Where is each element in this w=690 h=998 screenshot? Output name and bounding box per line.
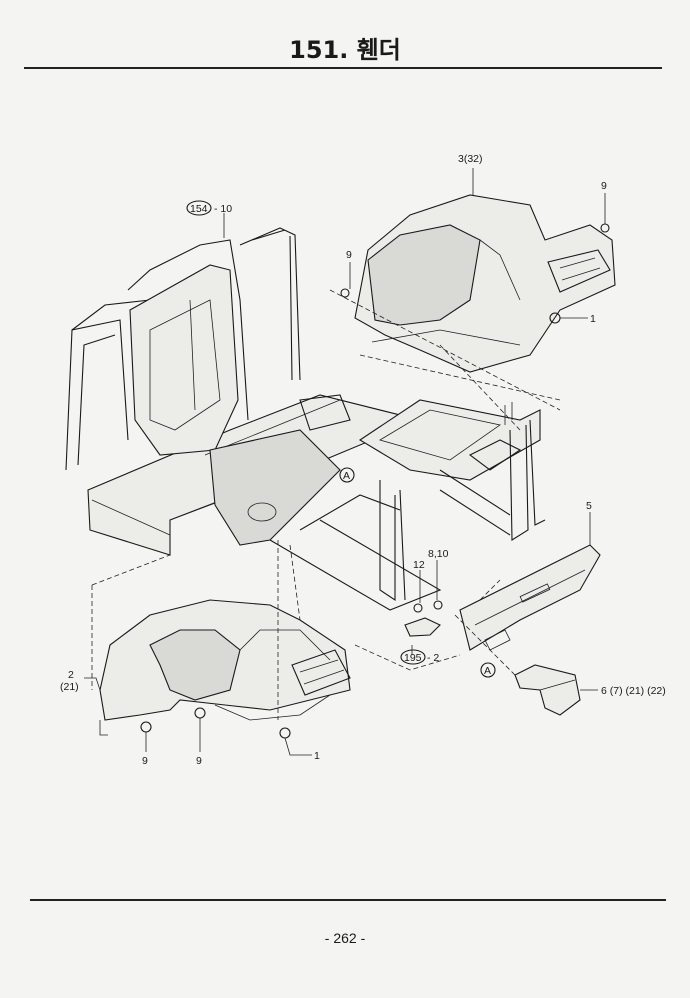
leader-lines [84, 168, 606, 756]
callout-12: 12 [413, 559, 425, 571]
frame-assembly [65, 227, 442, 611]
callout-a-lower: A [484, 665, 491, 677]
page-title: 151. 휀더 [289, 36, 401, 64]
callout-9-bottom-b: 9 [196, 755, 202, 767]
callout-9-bottom-a: 9 [142, 755, 148, 767]
left-fender-lower [99, 599, 351, 736]
support-stand [358, 399, 546, 602]
callout-9-top: 9 [601, 180, 607, 192]
callout-195-ref: 195 [404, 652, 422, 664]
callout-9-left: 9 [346, 249, 352, 261]
bracket-6 [514, 664, 581, 716]
callout-2: 2 [68, 669, 74, 681]
callout-8-10: 8,10 [428, 548, 449, 560]
right-fender-upper [354, 194, 616, 373]
callout-a-upper: A [343, 470, 350, 482]
side-panel [459, 544, 601, 651]
header-rule [24, 67, 662, 69]
callout-154-part: - 10 [214, 203, 232, 215]
circled-markers [186, 200, 496, 678]
page-number: - 262 - [324, 930, 366, 946]
footer-rule [30, 899, 666, 901]
callout-21: (21) [60, 681, 79, 693]
callout-1-upper: 1 [590, 313, 596, 325]
clamp-195 [404, 617, 441, 637]
callout-3-32: 3(32) [458, 153, 483, 165]
callout-1-lower: 1 [314, 750, 320, 762]
callout-154-ref: 154 [190, 203, 208, 215]
callout-195-part: - 2 [427, 652, 439, 664]
callout-5: 5 [586, 500, 592, 512]
callout-6-group: 6 (7) (21) (22) [601, 685, 666, 697]
